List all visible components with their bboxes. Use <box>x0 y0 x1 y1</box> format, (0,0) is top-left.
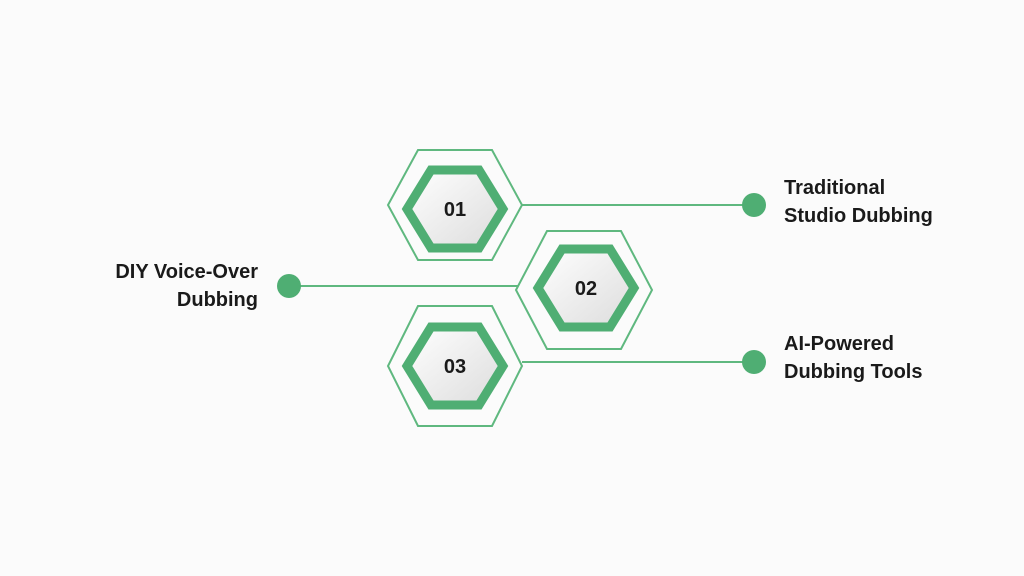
connector-dot-03 <box>742 350 766 374</box>
step-label-02-line1: DIY Voice-Over <box>115 261 258 283</box>
step-number-02: 02 <box>575 278 597 300</box>
hexagon-step-03: 03 <box>386 305 524 427</box>
step-label-03-line1: AI-Powered <box>784 333 895 355</box>
connector-dot-02 <box>277 274 301 298</box>
step-number-03: 03 <box>444 356 466 378</box>
hexagon-badge-01 <box>401 165 509 253</box>
step-label-02-line2: Dubbing <box>176 289 258 311</box>
step-label-traditional-studio-dubbing: Traditional Studio Dubbing <box>784 174 933 230</box>
step-label-03-line2: Dubbing Tools <box>784 361 923 383</box>
hexagon-badge-02 <box>532 244 640 332</box>
step-label-ai-powered-dubbing-tools: AI-Powered Dubbing Tools <box>784 330 923 386</box>
step-label-diy-voice-over-dubbing: DIY Voice-Over Dubbing <box>115 258 258 314</box>
step-label-01-line2: Studio Dubbing <box>784 205 933 227</box>
hexagon-step-01: 01 <box>386 149 524 261</box>
connector-dot-01 <box>742 193 766 217</box>
step-number-01: 01 <box>444 199 466 221</box>
hexagon-step-02: 02 <box>514 230 654 350</box>
hexagon-badge-03 <box>401 322 509 410</box>
step-label-01-line1: Traditional <box>784 177 886 199</box>
